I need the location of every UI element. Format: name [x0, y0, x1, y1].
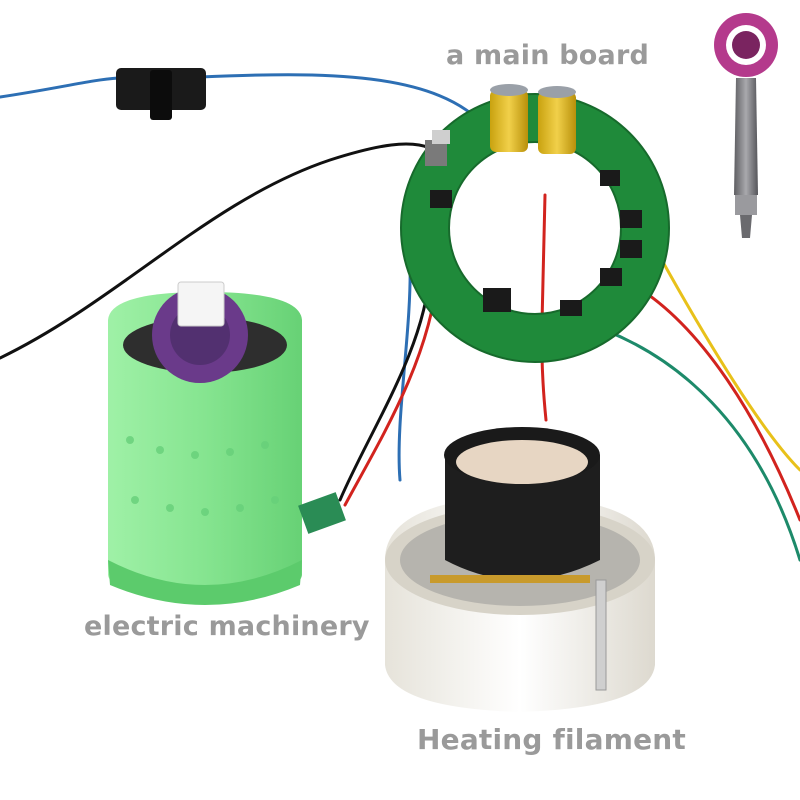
red-wire-top	[540, 193, 548, 422]
blue-wire-2	[198, 73, 490, 132]
yellow-wire	[646, 233, 800, 472]
black-wire	[0, 142, 432, 360]
label-heating-filament: Heating filament	[417, 723, 686, 756]
main-board	[400, 84, 670, 363]
motor-wire-black	[338, 268, 432, 502]
switch	[116, 68, 206, 120]
label-main-board: a main board	[446, 40, 649, 71]
hair-dryer	[714, 13, 778, 238]
red-wire-right	[623, 278, 800, 522]
label-electric-machinery: electric machinery	[84, 611, 370, 642]
heating-element	[385, 427, 655, 712]
motor-wire-blue	[397, 258, 412, 482]
motor	[108, 281, 346, 605]
blue-wire	[0, 76, 120, 99]
